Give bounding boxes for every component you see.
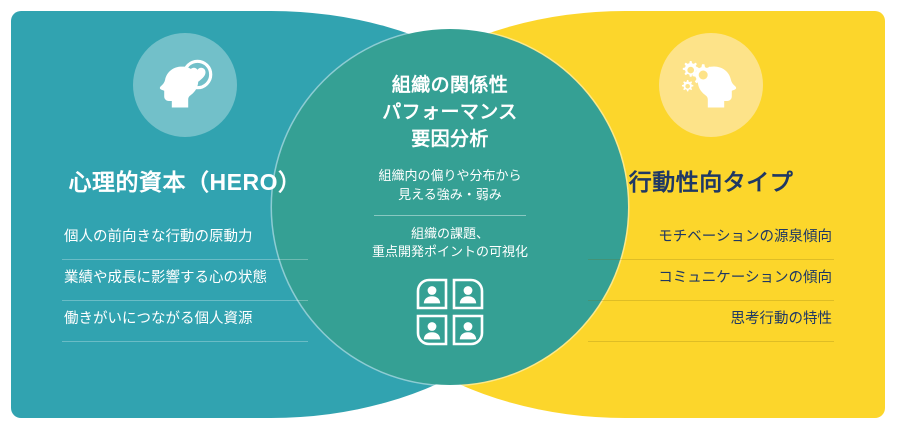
- center-title-line-3: 要因分析: [411, 128, 489, 150]
- four-people-group-icon: [412, 274, 488, 350]
- left-panel-list: 個人の前向きな行動の原動力 業績や成長に影響する心の状態 働きがいにつながる個人…: [62, 219, 308, 342]
- head-with-gears-icon: [659, 33, 763, 137]
- center-subtitle-2-line-1: 組織の課題、: [410, 225, 489, 241]
- right-panel-list: モチベーションの源泉傾向 コミュニケーションの傾向 思考行動の特性: [588, 219, 834, 342]
- center-subtitle-1-line-1: 組織内の偏りや分布から: [378, 167, 522, 183]
- center-divider: [374, 214, 526, 216]
- center-subtitle-2-line-2: 重点開発ポイントの可視化: [371, 244, 528, 260]
- center-subtitle-block-1: 組織内の偏りや分布から 見える強み・弱み: [378, 167, 521, 205]
- list-item: 業績や成長に影響する心の状態: [62, 260, 308, 301]
- list-item: 個人の前向きな行動の原動力: [62, 219, 308, 260]
- list-item: 働きがいにつながる個人資源: [62, 301, 308, 342]
- list-item: コミュニケーションの傾向: [588, 260, 834, 301]
- center-circle-content: 組織の関係性 パフォーマンス 要因分析 組織内の偏りや分布から 見える強み・弱み…: [272, 29, 628, 385]
- center-title-line-1: 組織の関係性: [391, 75, 509, 96]
- center-subtitle-block-2: 組織の課題、 重点開発ポイントの可視化: [372, 225, 528, 263]
- list-item: モチベーションの源泉傾向: [588, 219, 834, 260]
- center-subtitle-1-line-2: 見える強み・弱み: [398, 186, 502, 202]
- left-panel-content: 心理的資本（HERO） 個人の前向きな行動の原動力 業績や成長に影響する心の状態…: [35, 11, 335, 418]
- head-with-heart-icon: [133, 33, 237, 137]
- center-title-line-2: パフォーマンス: [382, 101, 518, 123]
- left-panel-title: 心理的資本（HERO）: [68, 169, 302, 195]
- right-panel-content: 行動性向タイプ モチベーションの源泉傾向 コミュニケーションの傾向 思考行動の特…: [561, 11, 861, 418]
- infographic-frame: 組織の関係性 パフォーマンス 要因分析 組織内の偏りや分布から 見える強み・弱み…: [11, 11, 885, 418]
- right-panel-title: 行動性向タイプ: [628, 169, 794, 195]
- center-title: 組織の関係性 パフォーマンス 要因分析: [382, 73, 517, 154]
- center-overlap-circle: 組織の関係性 パフォーマンス 要因分析 組織内の偏りや分布から 見える強み・弱み…: [272, 29, 628, 385]
- list-item: 思考行動の特性: [588, 301, 834, 342]
